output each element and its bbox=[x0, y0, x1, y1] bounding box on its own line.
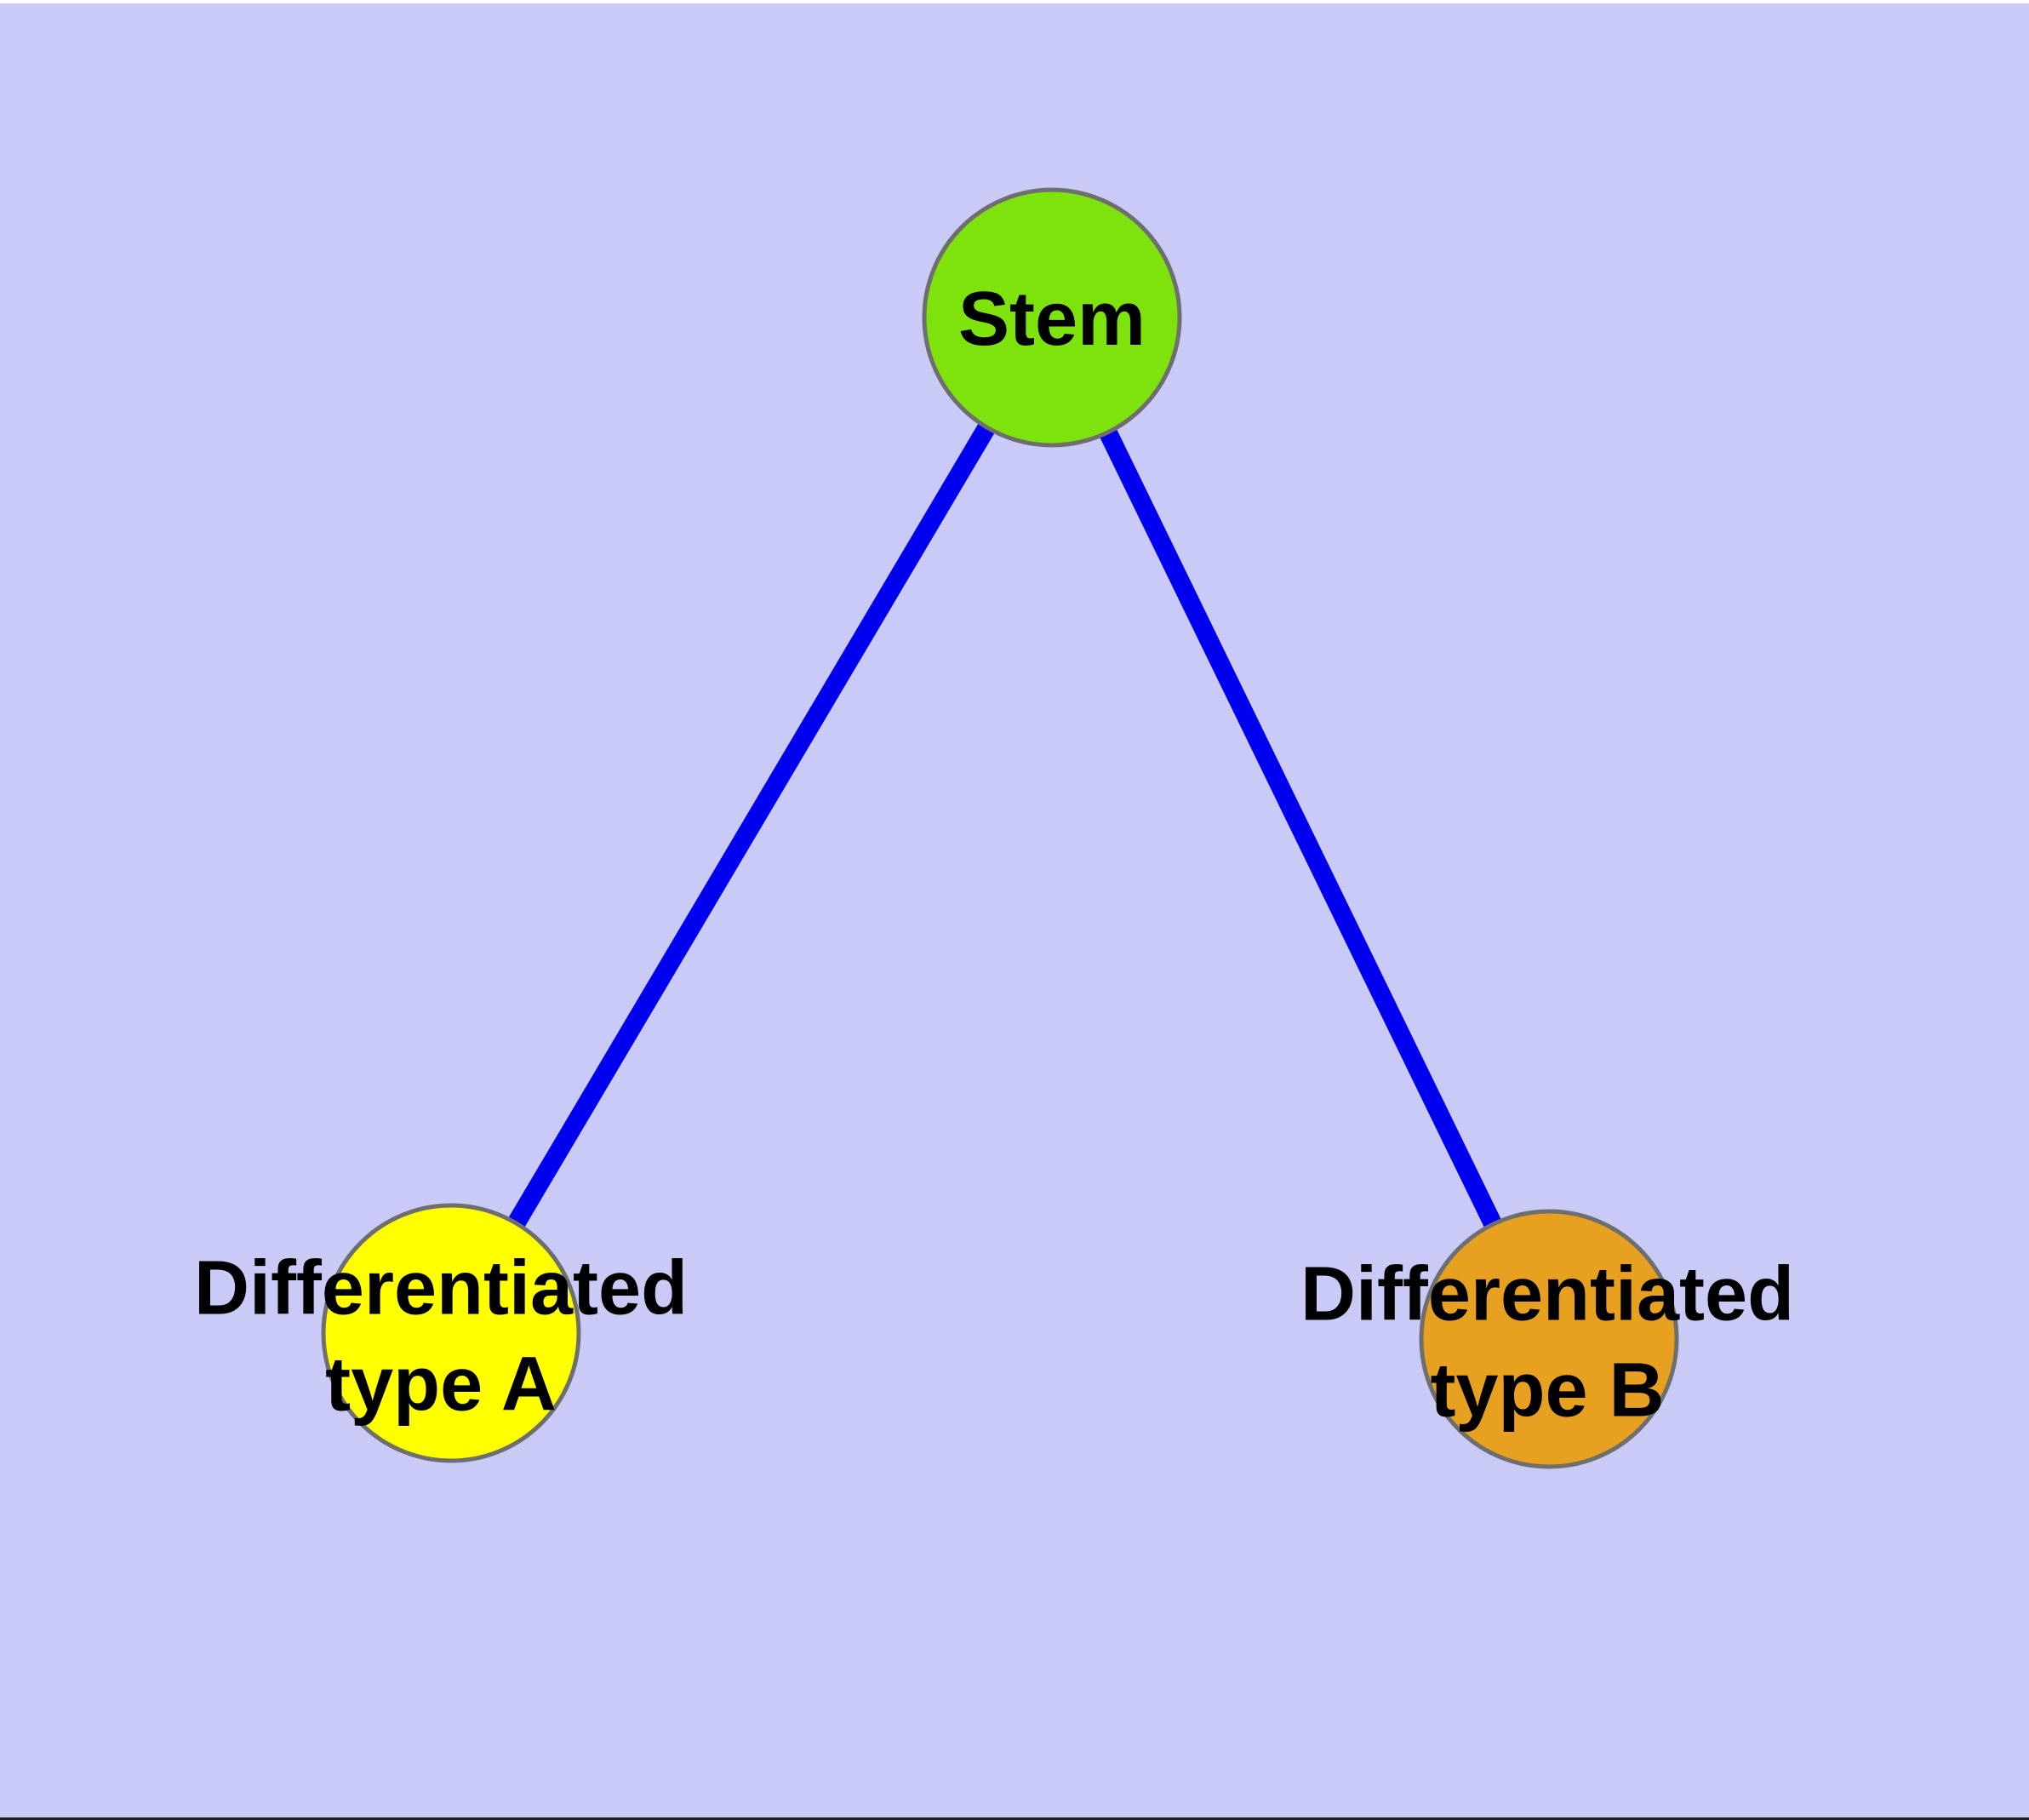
edge-stem-to-typeB bbox=[1043, 313, 1557, 1343]
edge-stem-to-typeA bbox=[443, 312, 1060, 1338]
bottom-border-line bbox=[0, 1817, 2029, 1820]
node-stem-circle bbox=[922, 187, 1182, 448]
node-typeB-circle bbox=[1419, 1209, 1679, 1469]
node-typeA-circle bbox=[321, 1203, 581, 1463]
top-margin-strip bbox=[0, 0, 2029, 3]
